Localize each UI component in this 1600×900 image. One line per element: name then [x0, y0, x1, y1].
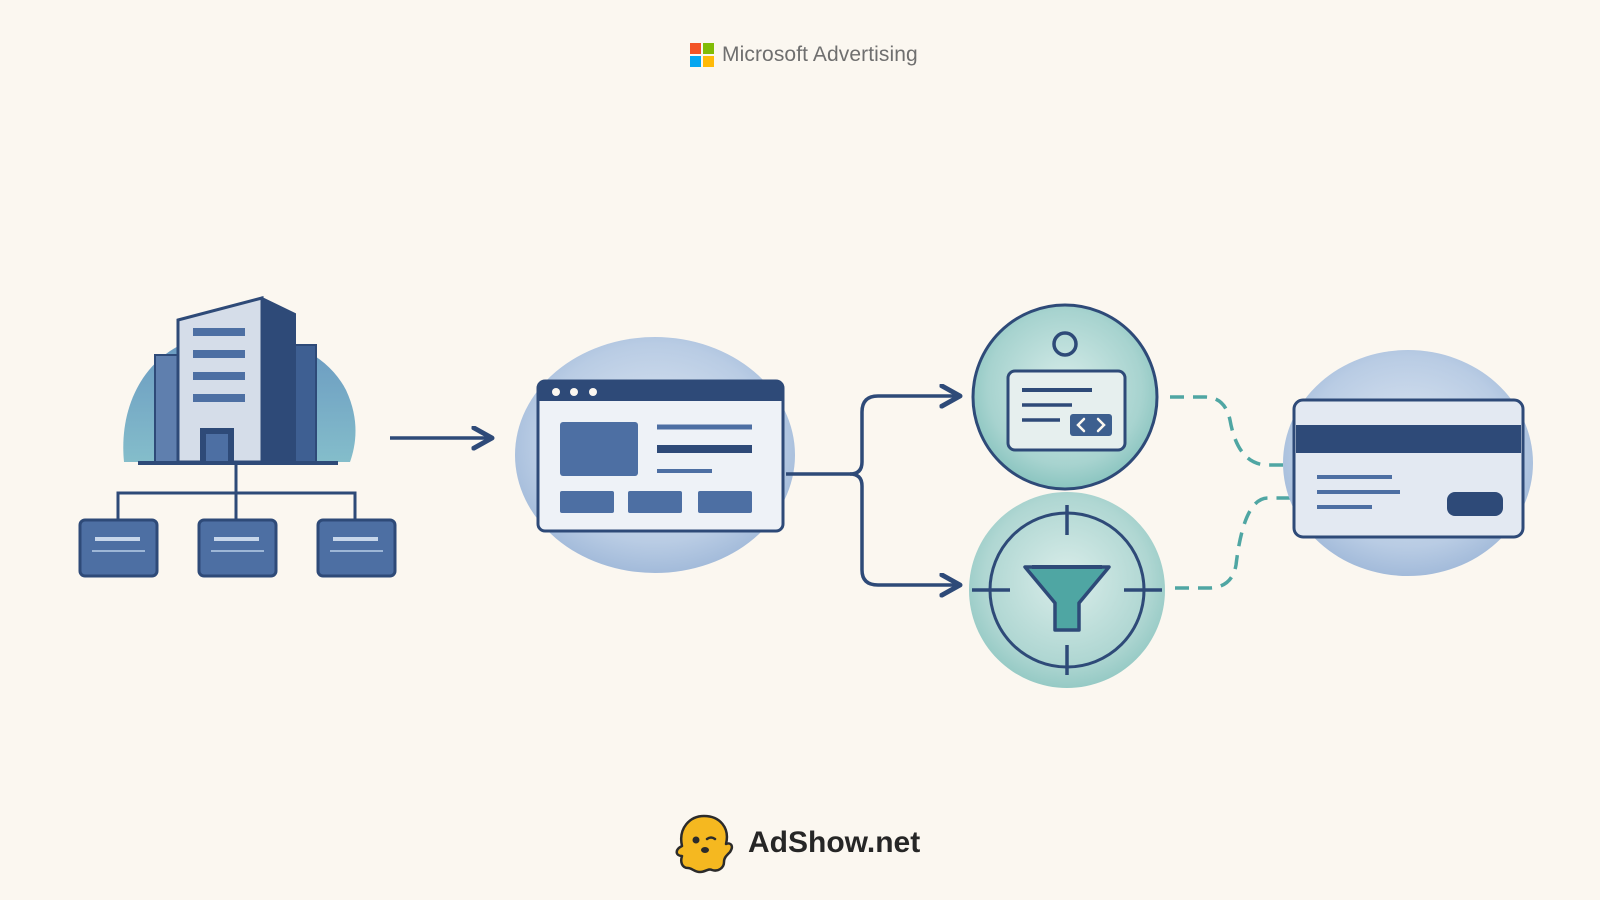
sub-account-boxes [78, 518, 397, 578]
edge-website-to-tracking-tag [786, 396, 958, 476]
funnel-target-icon [972, 505, 1162, 675]
edge-conversion-goal-to-billing [1175, 496, 1292, 590]
logo-square-yellow [703, 56, 714, 67]
office-building-icon [138, 296, 338, 465]
microsoft-logo-icon [690, 43, 714, 67]
ghost-mascot-icon [675, 814, 734, 874]
edges-to-billing [1170, 395, 1292, 590]
logo-square-green [703, 43, 714, 54]
adshow-brand-name: AdShow.net [748, 826, 921, 859]
conversion-goal-node [969, 492, 1165, 688]
sub-account-box-2 [197, 518, 278, 578]
sub-account-box-3 [316, 518, 397, 578]
billing-node [1283, 350, 1533, 576]
credit-card-icon [1292, 398, 1525, 539]
tracking-tag-node [971, 303, 1159, 491]
code-tag-icon [1006, 331, 1127, 452]
microsoft-advertising-brand: Microsoft Advertising [690, 40, 918, 70]
edge-website-to-conversion-goal [849, 472, 958, 585]
website-node [515, 337, 795, 573]
adshow-brand: AdShow.net [674, 812, 920, 874]
logo-square-blue [690, 56, 701, 67]
edges-website-branches [786, 396, 958, 585]
browser-window-icon [536, 379, 785, 533]
logo-square-red [690, 43, 701, 54]
account-hierarchy-icon [116, 463, 357, 520]
organization-node [78, 296, 397, 578]
brand-name: Microsoft Advertising [722, 43, 918, 66]
sub-account-box-1 [78, 518, 159, 578]
edge-tracking-tag-to-billing [1170, 395, 1292, 467]
